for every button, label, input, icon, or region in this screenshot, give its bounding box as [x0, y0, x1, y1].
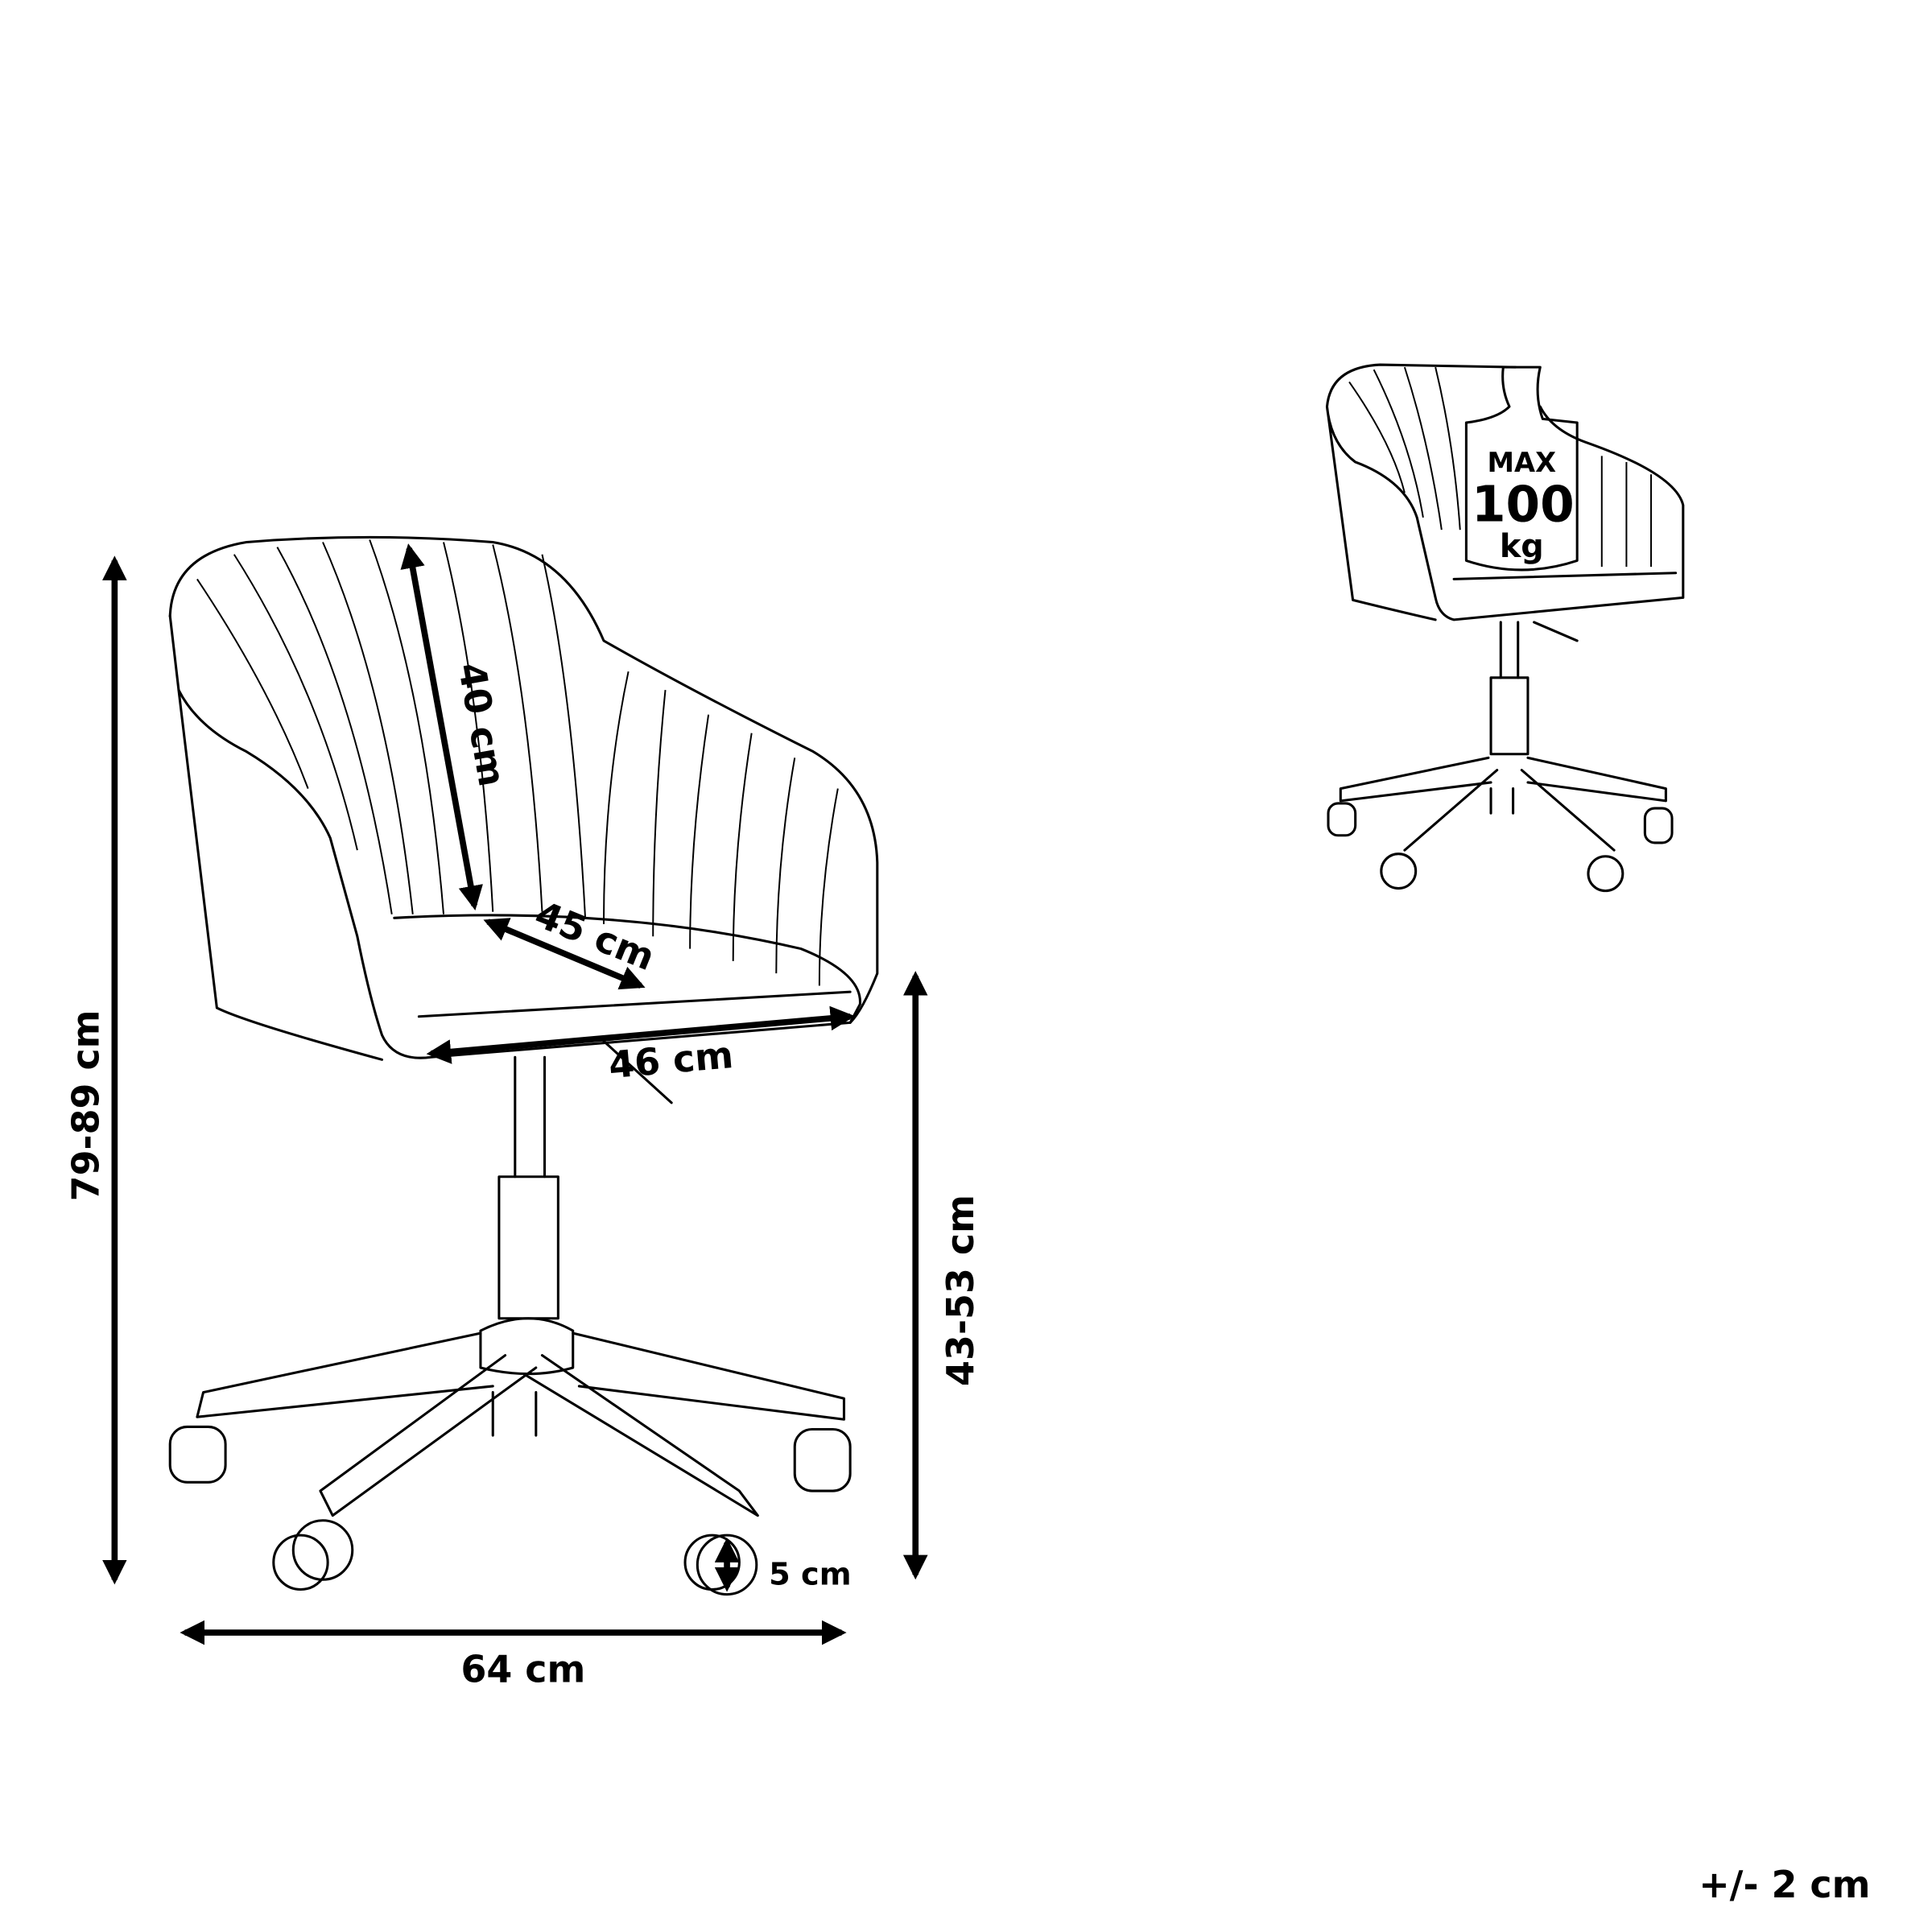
backrest-height-arrow	[400, 543, 483, 911]
seat-width-label: 46 cm	[607, 1033, 735, 1087]
tolerance-label: +/- 2 cm	[1699, 1863, 1870, 1906]
max-load-unit: kg	[1500, 528, 1544, 565]
seat-width-arrow	[426, 1005, 856, 1064]
max-load-label: MAX	[1488, 447, 1557, 478]
seat-depth-arrow	[483, 918, 646, 990]
backrest-height-label: 40 cm	[450, 659, 514, 790]
total-height-label: 79-89 cm	[64, 1009, 107, 1201]
max-load-value: 100	[1472, 476, 1575, 533]
wheel-diameter-label: 5 cm	[769, 1556, 851, 1592]
chair-main-drawing	[168, 535, 879, 1596]
total-width-label: 64 cm	[460, 1647, 585, 1690]
seat-height-label: 43-53 cm	[939, 1195, 982, 1386]
chair-load-drawing	[1325, 363, 1685, 893]
